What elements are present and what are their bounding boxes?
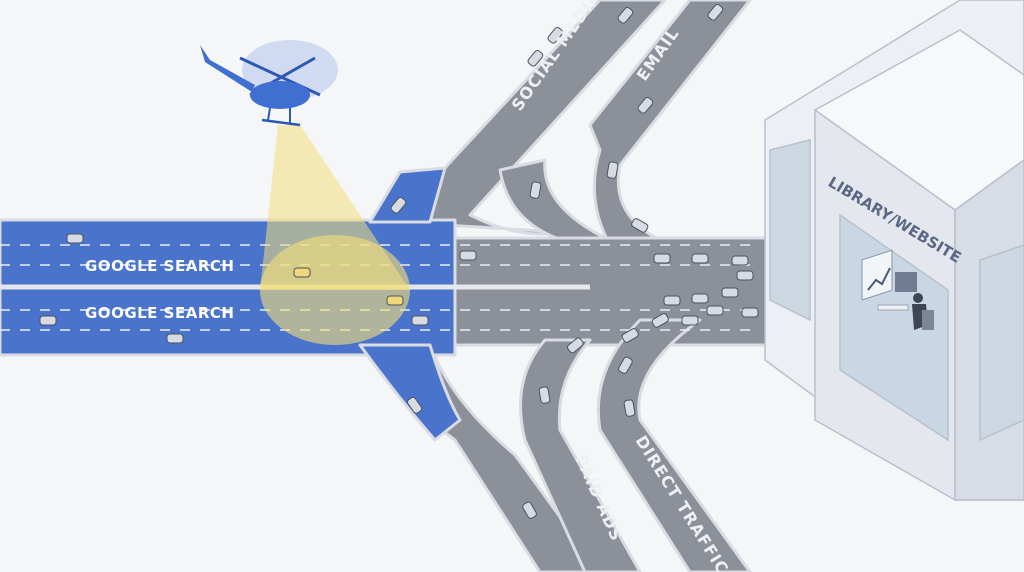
car-icon (631, 218, 649, 233)
car-icon (529, 181, 542, 199)
car-icon (617, 7, 634, 24)
car-icon (522, 501, 537, 519)
car-icon (39, 315, 57, 326)
person-at-computer-icon (877, 272, 934, 330)
car-icon (618, 356, 633, 374)
car-icon (651, 313, 669, 328)
car-icon (538, 386, 551, 404)
helicopter-icon (200, 40, 338, 127)
cars (39, 4, 759, 519)
car-icon (691, 253, 709, 264)
car-icon (406, 396, 423, 414)
car-icon (681, 315, 699, 326)
car-icon (653, 253, 671, 264)
car-icon (721, 287, 739, 298)
blue-merge (368, 166, 447, 224)
chart-icon (861, 249, 893, 301)
car-icon (547, 27, 564, 44)
car-icon (691, 293, 709, 304)
car-icon (411, 315, 429, 326)
car-icon (707, 4, 724, 21)
paid-ads-road (519, 338, 642, 572)
car-icon (731, 255, 749, 266)
building (764, 0, 1024, 502)
car-icon (621, 328, 639, 343)
car-icon (606, 161, 619, 179)
car-icon (66, 233, 84, 244)
car-icon (637, 97, 654, 114)
spotlight-circle (260, 235, 410, 345)
blue-ramp (358, 343, 462, 442)
car-icon (386, 295, 404, 306)
car-icon (567, 337, 584, 354)
car-icon (741, 307, 759, 318)
car-icon (459, 250, 477, 261)
label-google-search-bottom: GOOGLE SEARCH (85, 304, 234, 322)
car-icon (663, 295, 681, 306)
label-google-search-top: GOOGLE SEARCH (85, 257, 234, 275)
car-icon (706, 305, 724, 316)
car-icon (527, 50, 544, 67)
direct-traffic-road (596, 318, 752, 572)
car-icon (623, 399, 636, 417)
car-icon (166, 333, 184, 344)
car-icon (293, 267, 311, 278)
car-icon (736, 270, 754, 281)
car-icon (390, 197, 407, 214)
